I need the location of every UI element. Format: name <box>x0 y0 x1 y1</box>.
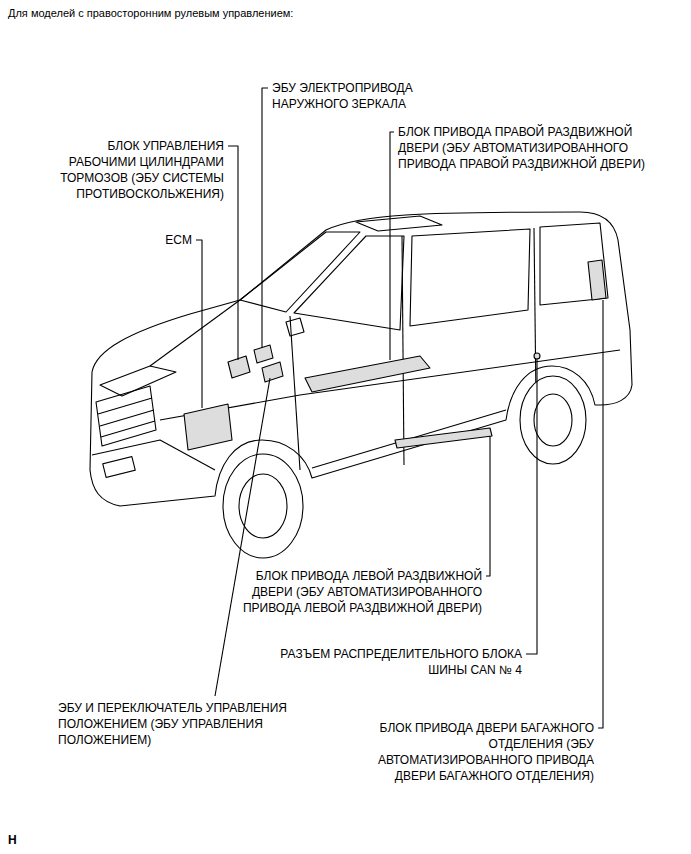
callout-label: ЭБУ И ПЕРЕКЛЮЧАТЕЛЬ УПРАВЛЕНИЯ ПОЛОЖЕНИЕ… <box>58 700 328 748</box>
callout-label: ЭБУ ЭЛЕКТРОПРИВОДА НАРУЖНОГО ЗЕРКАЛА <box>272 80 442 112</box>
sunroof <box>356 216 442 231</box>
leader-line <box>196 240 202 408</box>
grille <box>96 386 156 446</box>
leader-line <box>228 146 238 360</box>
page-title: Для моделей с правосторонним рулевым упр… <box>8 6 293 20</box>
callout-label: ECM <box>132 232 192 248</box>
leader-line <box>262 88 268 348</box>
callout-label: БЛОК ПРИВОДА ЛЕВОЙ РАЗДВИЖНОЙ ДВЕРИ (ЭБУ… <box>237 568 482 616</box>
front-window <box>294 236 404 330</box>
leader-line <box>215 378 270 696</box>
leader-line <box>390 132 394 360</box>
back-door-unit <box>588 260 606 300</box>
can-connector <box>534 353 540 359</box>
headlight <box>100 366 176 396</box>
rear-window <box>540 223 608 305</box>
callout-label: БЛОК ПРИВОДА ПРАВОЙ РАЗДВИЖНОЙ ДВЕРИ (ЭБ… <box>398 124 648 172</box>
rocker <box>312 410 506 468</box>
front-wheel <box>223 454 303 558</box>
van-body <box>90 212 632 506</box>
door-line <box>402 236 404 465</box>
grille-bars <box>98 398 155 437</box>
figure-code: H <box>8 832 38 848</box>
rear-wheel <box>520 376 586 464</box>
door-line <box>290 316 300 470</box>
callout-label: БЛОК УПРАВЛЕНИЯ РАБОЧИМИ ЦИЛИНДРАМИ ТОРМ… <box>39 138 224 202</box>
sliding-window <box>410 229 530 326</box>
leader-line <box>526 359 537 654</box>
rear-rim <box>534 394 572 446</box>
door-line <box>534 228 536 400</box>
mirror <box>286 318 304 336</box>
brake-ecu <box>228 356 250 378</box>
plate <box>103 457 135 478</box>
left-door-unit <box>395 428 492 448</box>
ecm <box>184 404 232 450</box>
mirror-ecu <box>254 345 273 363</box>
leader-line <box>598 300 603 728</box>
windshield <box>240 232 360 312</box>
callout-label: РАЗЪЕМ РАСПРЕДЕЛИТЕЛЬНОГО БЛОКА ШИНЫ CAN… <box>277 646 522 678</box>
position-ecu <box>262 362 283 382</box>
right-door-unit <box>305 356 430 392</box>
callout-label: БЛОК ПРИВОДА ДВЕРИ БАГАЖНОГО ОТДЕЛЕНИЯ (… <box>344 720 594 784</box>
front-rim <box>239 474 287 538</box>
hood-line <box>150 300 240 366</box>
leader-line <box>486 436 490 576</box>
